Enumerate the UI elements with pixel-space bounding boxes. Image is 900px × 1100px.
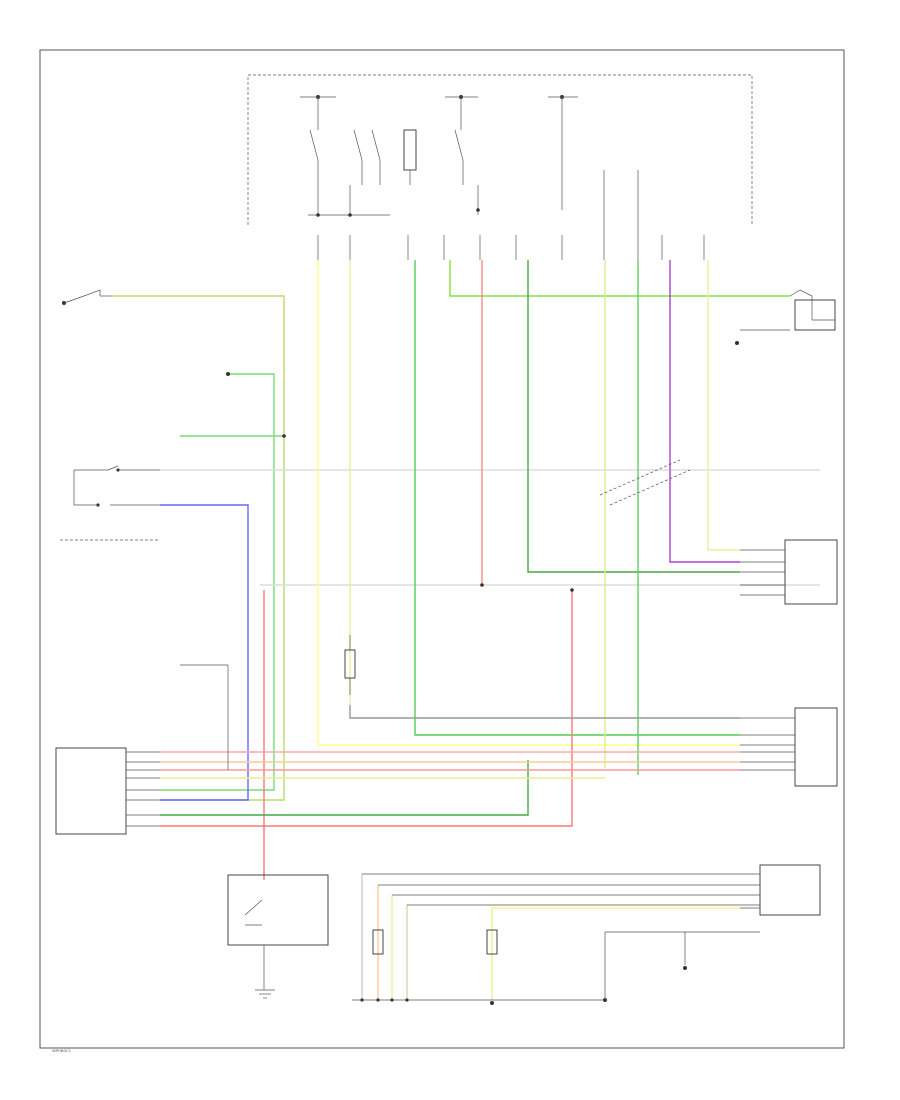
- wire-yellow-vertical: [317, 260, 740, 746]
- connector-right-bottom-pins: [604, 873, 760, 1000]
- fuse-box-outline: [247, 74, 753, 225]
- diagram-border: [39, 49, 845, 1049]
- wire-pale-yellow-right: [707, 260, 740, 551]
- connector-left-bottom: [55, 747, 127, 835]
- connector-pins-top: [317, 170, 705, 260]
- sensor-symbol-mid: [344, 635, 356, 695]
- leader-lines: [599, 459, 691, 506]
- switch-loop-left: [60, 465, 160, 541]
- wire-blue: [160, 504, 249, 801]
- wire-green-vertical: [414, 260, 740, 736]
- wire-green-top: [449, 260, 790, 297]
- wire-yellow-green-1: [112, 295, 285, 801]
- wire-purple: [669, 260, 740, 563]
- fuse-group-top: [300, 95, 578, 210]
- connector-right-bottom: [759, 864, 821, 916]
- wire-green-2: [160, 373, 275, 791]
- sensor-middle-left: [180, 664, 229, 770]
- connector-right-upper-pins: [740, 549, 785, 596]
- wires-to-left-connector: [160, 751, 740, 779]
- wire-red-vertical-2: [160, 590, 573, 827]
- relay-switches: [308, 129, 480, 217]
- relay-bottom: [227, 874, 329, 946]
- bottom-sensor-group: [352, 873, 740, 1005]
- wire-gray-h: [349, 705, 740, 719]
- wire-green-down: [160, 760, 529, 816]
- switch-top-right: [735, 289, 836, 345]
- connector-right-middle: [794, 707, 838, 787]
- footer-code: WPHB0C1: [52, 1048, 72, 1053]
- connector-right-upper: [784, 539, 838, 605]
- connector-left-bottom-pins: [126, 751, 160, 827]
- connector-right-middle-pins: [740, 717, 795, 771]
- sensor-switch-top-left: [62, 289, 112, 305]
- wire-green-vertical-2: [527, 260, 740, 573]
